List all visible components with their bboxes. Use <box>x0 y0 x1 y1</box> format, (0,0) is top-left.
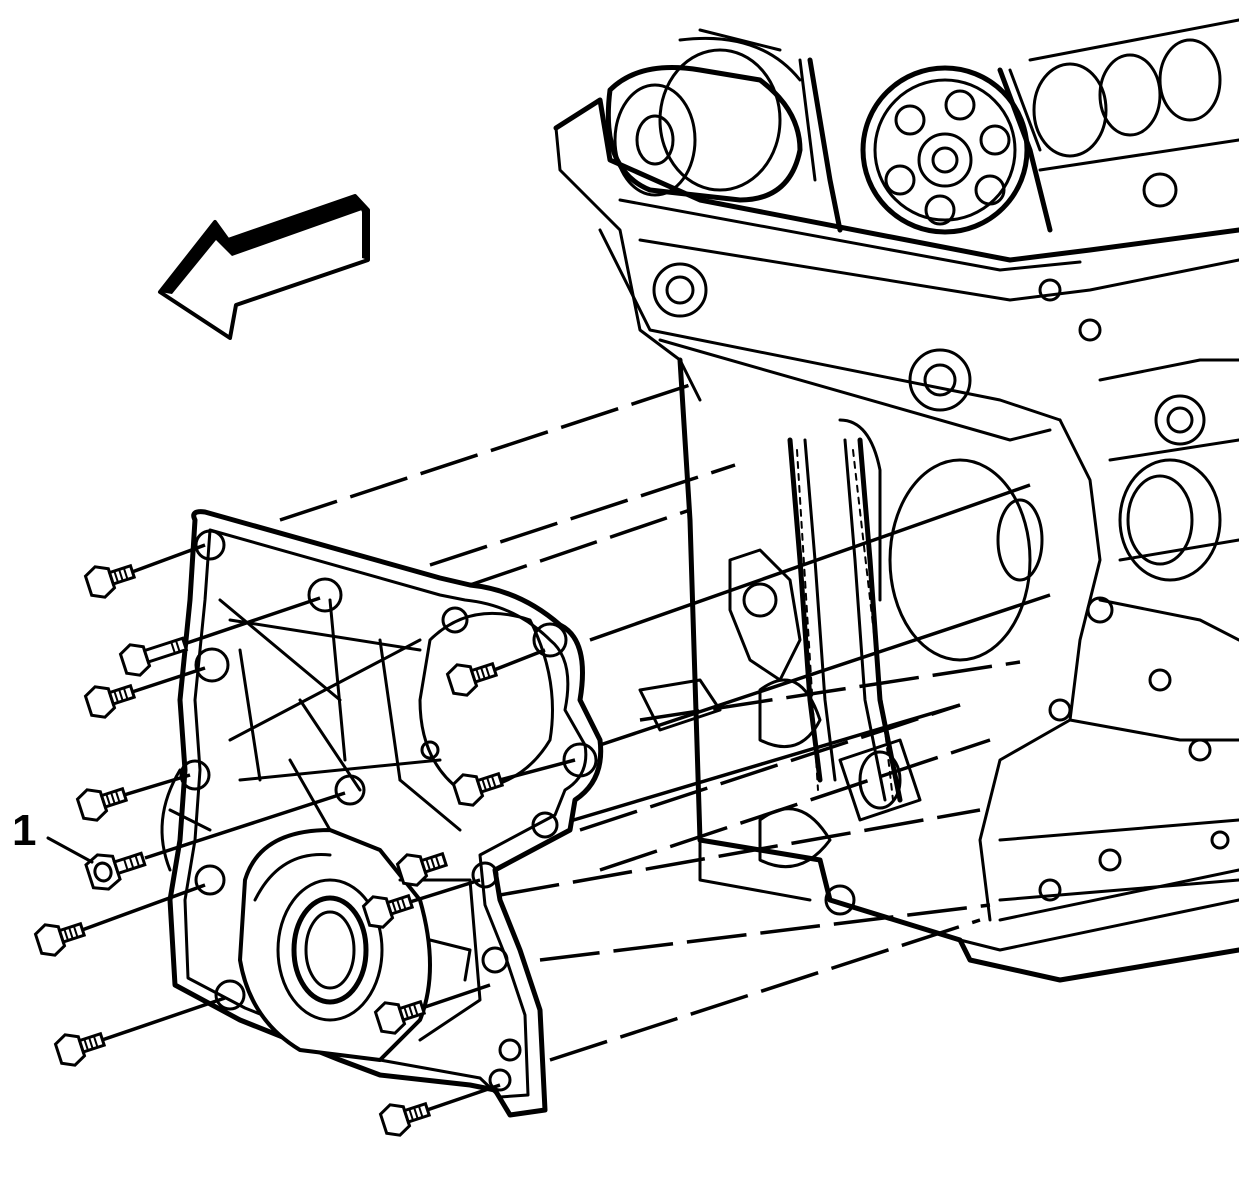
cover-bolt-13 <box>378 1101 432 1137</box>
cover-bolt-12 <box>373 999 427 1035</box>
cover-bolt-11 <box>53 1031 107 1067</box>
engine-block <box>553 97 1239 983</box>
cover-bolt-callout-1 <box>84 851 147 891</box>
camshaft-sprocket <box>605 18 1239 235</box>
cover-bolts <box>33 543 576 1137</box>
callout-label: 1 <box>12 806 36 855</box>
cover-bolt-8 <box>395 851 449 887</box>
cover-bolt-3 <box>83 683 137 719</box>
cover-bolt-1 <box>83 563 137 599</box>
cover-bolt-6 <box>451 771 505 807</box>
front-of-engine-arrow <box>158 194 370 340</box>
cover-bolt-4 <box>445 661 499 697</box>
callout-1: 1 <box>12 806 94 864</box>
alignment-lines <box>279 383 1051 1062</box>
cover-bolt-2 <box>118 636 189 677</box>
timing-chain <box>787 57 1053 803</box>
cover-bolt-5 <box>75 786 129 822</box>
cover-bolt-9 <box>33 921 87 957</box>
